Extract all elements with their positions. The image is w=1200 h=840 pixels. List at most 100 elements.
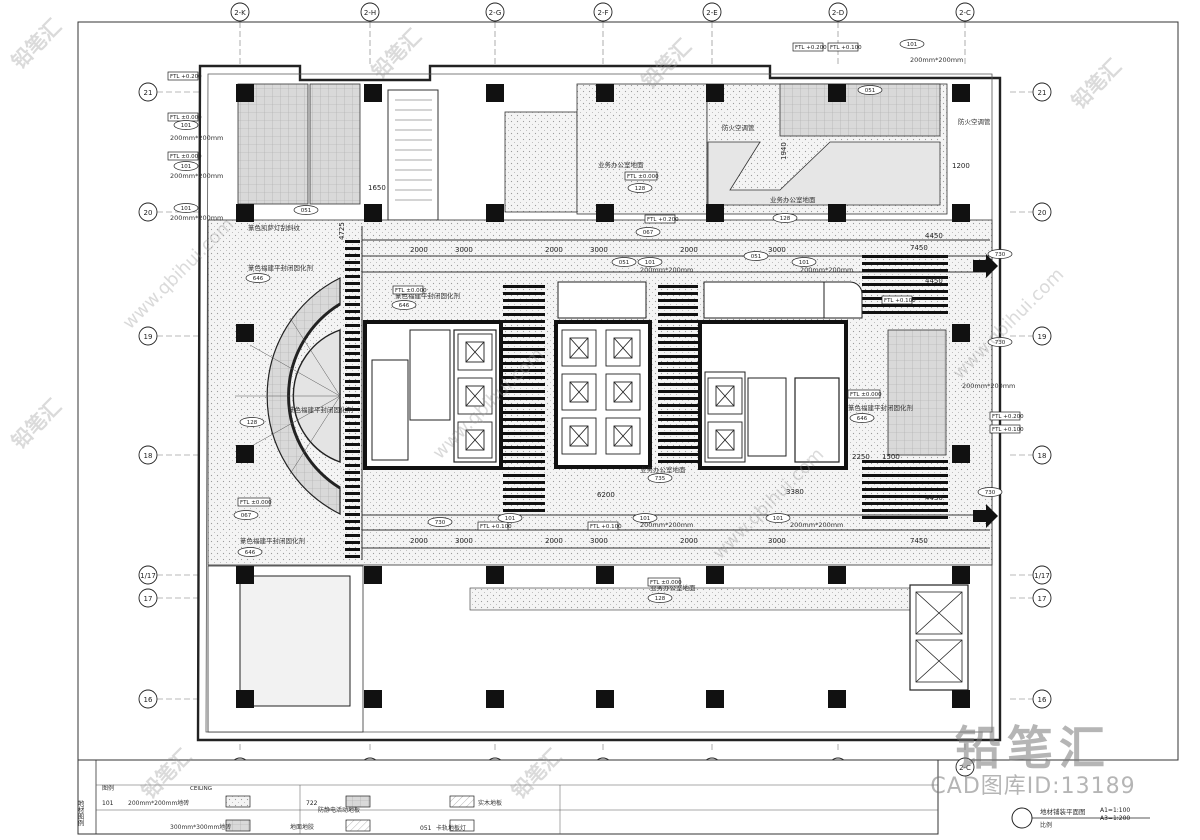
zebra-stripe	[345, 373, 360, 376]
material-tag: 128	[247, 420, 258, 426]
dim-text: 2250	[852, 453, 870, 461]
legend-row6-desc: 实木地板	[478, 799, 502, 807]
dim-text: 4450	[925, 494, 943, 502]
zebra-stripe	[862, 276, 948, 279]
grid-bubble	[138, 445, 158, 465]
zebra-stripe	[503, 334, 545, 337]
brand-watermark: 铅笔汇	[7, 14, 66, 73]
zebra-stripe	[345, 555, 360, 558]
drawing-title: 地材铺装平面图	[1040, 807, 1086, 816]
structural-column	[952, 204, 970, 222]
zebra-stripe	[658, 383, 698, 386]
material-tag: 101	[181, 123, 192, 129]
elevation-tag: FTL +0.100	[884, 298, 916, 304]
grid-row-label: 21	[1038, 89, 1047, 97]
scale-label: 比例	[1040, 821, 1052, 829]
zebra-stripe	[658, 299, 698, 302]
zebra-stripe	[862, 311, 948, 314]
elevation-tag: FTL +0.100	[830, 45, 862, 51]
zebra-stripe	[345, 499, 360, 502]
zebra-stripe	[503, 348, 545, 351]
grid-bubble	[1032, 202, 1052, 222]
zebra-stripe	[503, 446, 545, 449]
elevation-tag: FTL ±0.000	[170, 154, 202, 160]
zebra-stripe	[345, 422, 360, 425]
zebra-stripe	[862, 283, 948, 286]
grid-column-label: 2-F	[597, 9, 608, 17]
grid-row-label: 16	[1038, 696, 1047, 704]
legend-row2-code: 722	[306, 800, 318, 807]
material-tag: 051	[301, 208, 312, 214]
elevator-car-cross	[465, 341, 485, 363]
dim-text: 3000	[455, 246, 473, 254]
zebra-stripe	[503, 432, 545, 435]
grid-column-label: 2-H	[364, 9, 376, 17]
structural-column	[952, 324, 970, 342]
tile-note: 200mm*200mm	[640, 521, 693, 529]
structural-column	[706, 566, 724, 584]
zebra-stripe	[345, 541, 360, 544]
zebra-stripe	[658, 390, 698, 393]
structural-column	[364, 690, 382, 708]
grid-bubble	[1032, 689, 1052, 709]
zebra-stripe	[658, 320, 698, 323]
structural-column	[706, 690, 724, 708]
dim-text: 3000	[768, 537, 786, 545]
zebra-stripe	[503, 495, 545, 498]
room-label: 篆色福建平封闭固化剂	[395, 291, 460, 300]
zebra-stripe	[345, 289, 360, 292]
elevator-car-inner	[569, 381, 589, 403]
zebra-stripe	[345, 261, 360, 264]
legend-row2-desc: 防静电活动地板	[318, 806, 360, 814]
zebra-stripe	[345, 352, 360, 355]
structural-column	[364, 84, 382, 102]
grid-bubble	[828, 2, 848, 22]
elevation-tag: FTL +0.100	[590, 524, 622, 530]
grid-row-label: 20	[1038, 209, 1047, 217]
pipe-note: 防火空调管	[958, 117, 991, 126]
zebra-stripe	[658, 397, 698, 400]
structural-column	[706, 204, 724, 222]
zebra-stripe	[345, 394, 360, 397]
dim-text: 2000	[410, 246, 428, 254]
elevator-car-inner	[465, 341, 485, 363]
grid-row-label: 16	[144, 696, 153, 704]
dim-text: 2000	[410, 537, 428, 545]
zebra-stripe	[345, 282, 360, 285]
zebra-stripe	[658, 439, 698, 442]
grid-column-label: 2-C	[959, 764, 971, 772]
zebra-stripe	[345, 450, 360, 453]
zebra-stripe	[345, 310, 360, 313]
grid-bubble	[138, 202, 158, 222]
room-label: 篆色福建平封闭固化剂	[248, 263, 313, 272]
zebra-stripe	[862, 481, 948, 484]
structural-column	[596, 84, 614, 102]
structural-column	[828, 84, 846, 102]
zebra-stripe	[345, 534, 360, 537]
zebra-stripe	[658, 334, 698, 337]
room-label: 篆色福建平封闭固化剂	[848, 403, 913, 412]
dim-text: 7450	[910, 244, 928, 252]
material-tag: 646	[399, 303, 410, 309]
elevator-car-inner	[613, 381, 633, 403]
grid-bubble	[360, 2, 380, 22]
zebra-stripe	[862, 269, 948, 272]
zebra-stripe	[345, 478, 360, 481]
zebra-stripe	[345, 254, 360, 257]
grid-row-label: 1/17	[1034, 572, 1050, 580]
dim-text: 2000	[545, 537, 563, 545]
elevation-tag: FTL ±0.000	[650, 580, 682, 586]
elevator-car-cross	[715, 385, 735, 407]
material-tag: 101	[907, 42, 918, 48]
zebra-stripe	[862, 502, 948, 505]
zebra-stripe	[658, 432, 698, 435]
zebra-stripe	[862, 509, 948, 512]
structural-column	[236, 84, 254, 102]
dim-text: 1500	[882, 453, 900, 461]
dim-text: 4450	[925, 232, 943, 240]
elevator-car-inner	[569, 337, 589, 359]
grid-bubble	[1032, 565, 1052, 585]
brand-watermark: 铅笔汇	[1067, 54, 1126, 113]
structural-column	[236, 204, 254, 222]
elevator-car-cross	[569, 337, 589, 359]
